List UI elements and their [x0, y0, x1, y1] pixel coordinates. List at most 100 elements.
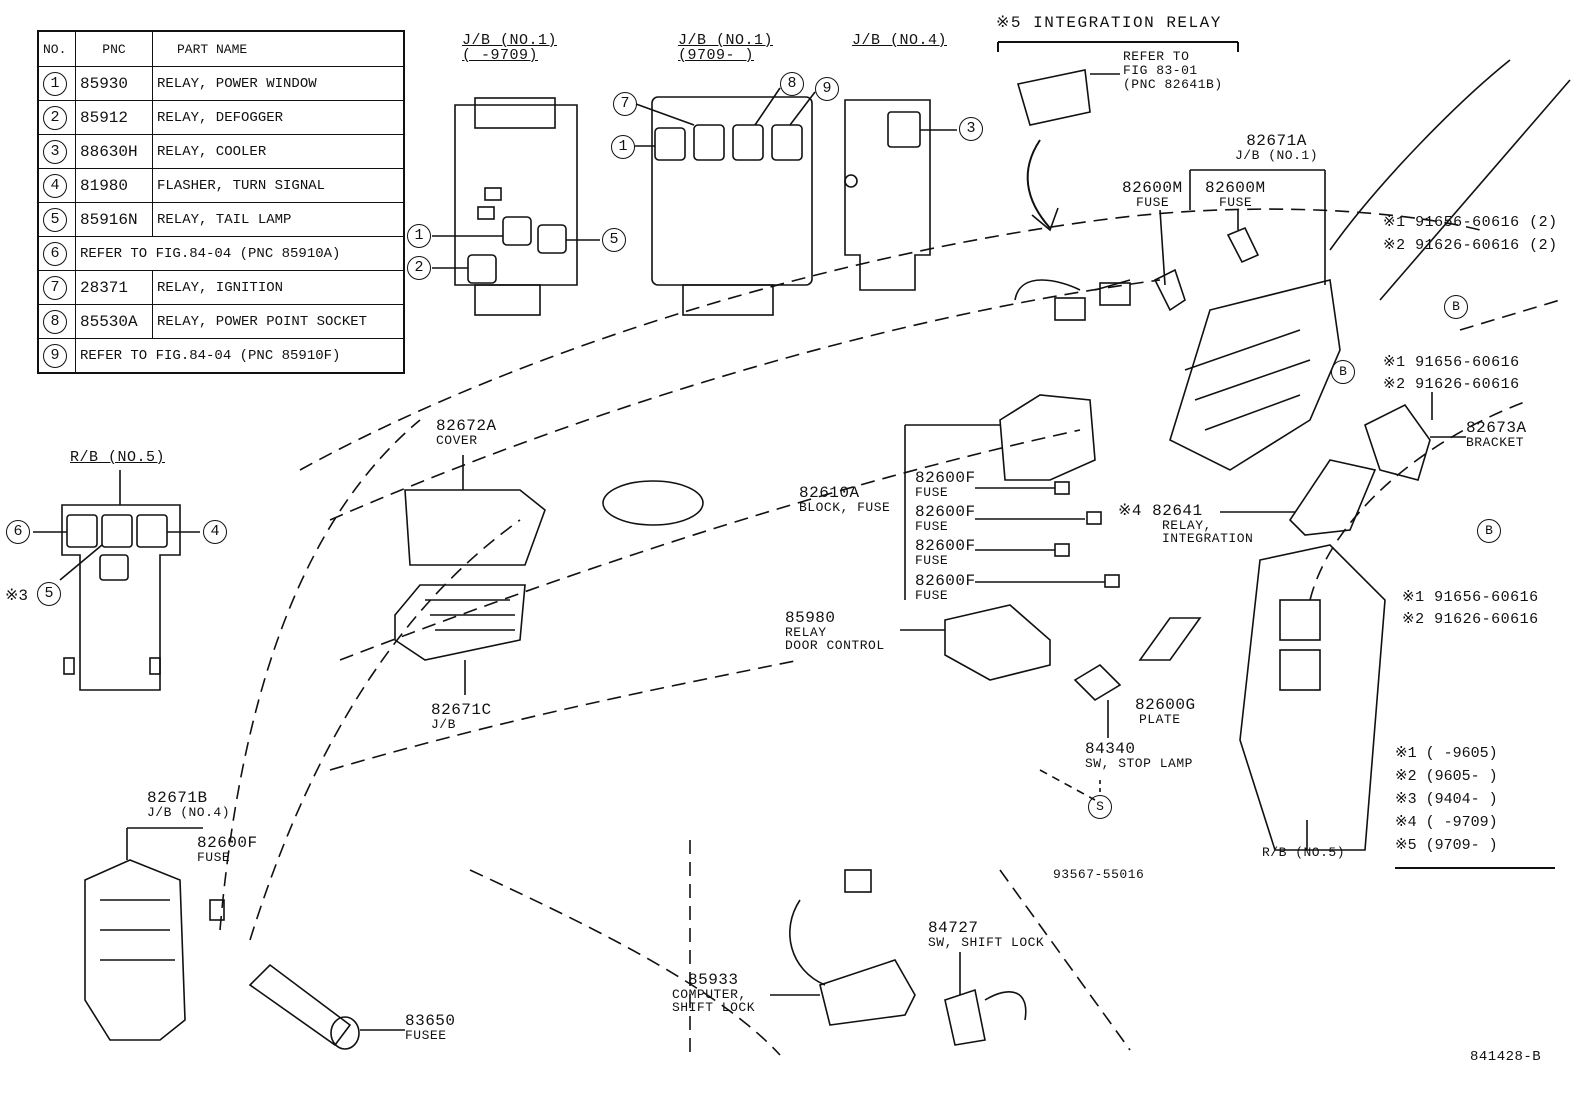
callout-9-jb1-new: 9 [815, 77, 839, 101]
row-pnc: 85930 [75, 66, 153, 101]
bracket-part [1364, 403, 1431, 481]
dashboard-outline [219, 208, 1561, 1060]
shift-lock-switch-part [944, 952, 1027, 1046]
label-82641: ※4 82641 RELAY, INTEGRATION [1118, 502, 1254, 546]
jb1-main-part [1153, 169, 1341, 471]
row-number: 5 [37, 202, 76, 237]
bolt-mid-2: ※2 91626-60616 [1383, 376, 1520, 393]
row-number-circle: 8 [43, 309, 67, 334]
jb1-old-box [432, 97, 600, 316]
marker-b-mid: B [1331, 360, 1355, 384]
bolt-top-2: ※2 91626-60616 (2) [1383, 237, 1558, 254]
row-number-circle: 7 [43, 275, 67, 300]
row-part-name: RELAY, IGNITION [152, 270, 405, 305]
row-pnc: 85916N [75, 202, 153, 237]
col-pnc: PNC [75, 30, 153, 67]
bolt-low-2: ※2 91626-60616 [1402, 611, 1539, 628]
label-rb5-bottom: R/B (NO.5) [1262, 845, 1346, 860]
table-row: 6 REFER TO FIG.84-04 (PNC 85910A) [37, 236, 405, 271]
bolt-low-1: ※1 91656-60616 [1402, 589, 1539, 606]
plate-part [1138, 617, 1202, 661]
row-number-circle: 9 [43, 343, 67, 368]
row-number: 1 [37, 66, 76, 101]
row-pnc: 85530A [75, 304, 153, 339]
row-number: 8 [37, 304, 76, 339]
header-rb5: R/B (NO.5) [70, 449, 166, 466]
row-part-name: RELAY, POWER WINDOW [152, 66, 405, 101]
header-jb1-old: J/B (NO.1)( -9709) [462, 32, 558, 64]
row-part-name: RELAY, POWER POINT SOCKET [152, 304, 405, 339]
row-number-circle: 6 [43, 241, 67, 266]
row-number-circle: 2 [43, 105, 67, 130]
row-part-name: RELAY, COOLER [152, 134, 405, 169]
callout-1-jb1-new: 1 [611, 135, 635, 159]
row-part-name: RELAY, DEFOGGER [152, 100, 405, 135]
legend-row: ※5 (9709- ) [1395, 837, 1498, 854]
header-integration-relay: ※5 INTEGRATION RELAY [996, 14, 1222, 32]
parts-table-header: NO. PNC PART NAME [37, 30, 405, 67]
stop-lamp-switch-part [1073, 663, 1122, 702]
col-part-name: PART NAME [152, 30, 405, 67]
fuse-block-part [904, 279, 1131, 600]
legend-row: ※1 ( -9605) [1395, 745, 1498, 762]
edge-line-2 [1379, 79, 1571, 301]
note-3-mark: ※3 [5, 587, 29, 605]
header-jb1-new: J/B (NO.1)(9709- ) [678, 32, 774, 64]
row-number-circle: 5 [43, 207, 67, 232]
row-number: 7 [37, 270, 76, 305]
jb4-82671b-part [84, 827, 225, 1041]
fusee-part [248, 963, 405, 1050]
row-pnc: 88630H [75, 134, 153, 169]
marker-b-low: B [1477, 519, 1501, 543]
jb1-new-box [635, 87, 816, 316]
row-part-name: REFER TO FIG.84-04 (PNC 85910A) [75, 236, 405, 271]
row-pnc: 81980 [75, 168, 153, 203]
header-jb4: J/B (NO.4) [852, 32, 948, 49]
legend-row: ※3 (9404- ) [1395, 791, 1498, 808]
callout-2-jb1-old: 2 [407, 256, 431, 280]
cover-82672a-part [404, 455, 546, 566]
legend-row: ※2 (9605- ) [1395, 768, 1498, 785]
row-number: 6 [37, 236, 76, 271]
callout-8-jb1-new: 8 [780, 72, 804, 96]
col-no: NO. [37, 30, 76, 67]
relay-82641-part [1288, 459, 1377, 536]
rb5-left-box [33, 470, 200, 691]
row-number: 4 [37, 168, 76, 203]
shift-lock-computer-part [770, 869, 916, 1026]
integration-relay-part [997, 41, 1239, 232]
row-pnc: 28371 [75, 270, 153, 305]
marker-s: S [1088, 795, 1112, 819]
row-number-circle: 3 [43, 139, 67, 164]
callout-3-jb4: 3 [959, 117, 983, 141]
callout-1-jb1-old: 1 [407, 224, 431, 248]
rb5-right-part [1239, 544, 1386, 851]
row-part-name: FLASHER, TURN SIGNAL [152, 168, 405, 203]
legend-rule [1395, 867, 1555, 869]
bolt-mid-1: ※1 91656-60616 [1383, 354, 1520, 371]
